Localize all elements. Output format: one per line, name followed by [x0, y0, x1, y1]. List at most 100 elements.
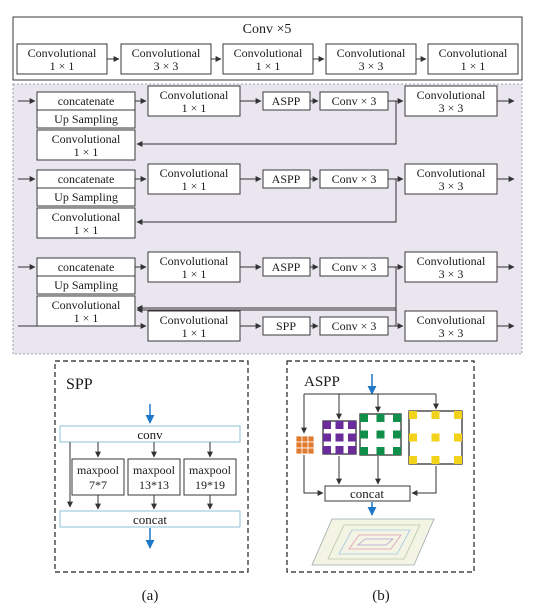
- neck-conv1-2: [147, 163, 241, 195]
- neck-conv3-1-line2: 3 × 3: [439, 101, 464, 115]
- aspp-feature-map: [311, 518, 435, 566]
- neck-conv3-1-line1: Convolutional: [417, 88, 486, 102]
- conv-x3-label-3: Conv × 3: [332, 260, 377, 274]
- spp-concat-bar: [59, 510, 241, 528]
- neck-conv1-below-1: [36, 129, 136, 161]
- neck-conv3-2-line2: 3 × 3: [439, 179, 464, 193]
- conv-x5-block-1-line2: 1 × 1: [50, 59, 75, 73]
- neck-conv1-below-3: [36, 295, 136, 327]
- conv-x5-block-2-line2: 3 × 3: [154, 59, 179, 73]
- spp-row-conv3-line2: 3 × 3: [439, 326, 464, 340]
- neck-conv3-3: [404, 251, 498, 283]
- neck-conv3-3-line2: 3 × 3: [439, 267, 464, 281]
- conv-x5-block-5-line1: Convolutional: [439, 46, 508, 60]
- spp-title: SPP: [66, 376, 93, 393]
- aspp-concat-label: concat: [350, 486, 384, 501]
- neck-conv1-1-line1: Convolutional: [160, 88, 229, 102]
- neck-conv1-below-2: [36, 207, 136, 239]
- spp-row-conv3-line1: Convolutional: [417, 313, 486, 327]
- neck-feedback-arrow-2: [136, 179, 397, 225]
- spp-maxpool-size-2: 13*13: [139, 478, 169, 492]
- spp-row-conv-x3-label: Conv × 3: [332, 319, 377, 333]
- caption-a: (a): [142, 588, 159, 604]
- neck-conv3-2: [404, 163, 498, 195]
- neck-conv1-below-1-line1: Convolutional: [52, 132, 121, 146]
- neck-conv1-below-3-line1: Convolutional: [52, 298, 121, 312]
- conv-x5-block-1: [16, 43, 108, 75]
- neck-conv1-2-line1: Convolutional: [160, 166, 229, 180]
- aspp-title: ASPP: [304, 374, 340, 390]
- aspp-merge-4: [411, 466, 437, 496]
- spp-row-conv1-line2: 1 × 1: [182, 326, 207, 340]
- aspp-merge-1: [303, 455, 324, 496]
- concat-label-2: concatenate: [58, 172, 115, 186]
- spp-row-spp-label: SPP: [276, 319, 296, 333]
- conv-x5-block-4-line2: 3 × 3: [359, 59, 384, 73]
- spp-maxpool-box-2: [127, 458, 181, 496]
- aspp-label-3: ASPP: [272, 260, 301, 274]
- concat-label-3: concatenate: [58, 260, 115, 274]
- spp-maxpool-box-3: [183, 458, 237, 496]
- neck-feedback-arrow-1: [136, 101, 397, 147]
- spp-concat-label: concat: [133, 512, 167, 527]
- conv-x5-block-3-line2: 1 × 1: [256, 59, 281, 73]
- neck-conv1-below-1-line2: 1 × 1: [74, 145, 99, 159]
- neck-conv1-below-2-line1: Convolutional: [52, 210, 121, 224]
- concat-label-1: concatenate: [58, 94, 115, 108]
- spp-row-feedback-arrow: [136, 305, 397, 326]
- caption-b: (b): [372, 588, 390, 604]
- spp-conv-bar: [59, 425, 241, 443]
- neck-conv1-3: [147, 251, 241, 283]
- conv-x5-title: Conv ×5: [243, 22, 292, 37]
- neck-conv1-below-2-line2: 1 × 1: [74, 223, 99, 237]
- aspp-kernel-1x1: [295, 435, 315, 455]
- aspp-label-1: ASPP: [272, 94, 301, 108]
- conv-x3-label-1: Conv × 3: [332, 94, 377, 108]
- aspp-concat-box: [324, 485, 411, 502]
- aspp-kernel-rate-12: [359, 413, 402, 456]
- neck-conv1-3-line1: Convolutional: [160, 254, 229, 268]
- conv-x5-block-4: [325, 43, 417, 75]
- neck-conv1-3-line2: 1 × 1: [182, 267, 207, 281]
- aspp-kernel-rate-6: [322, 420, 357, 455]
- conv-x3-label-2: Conv × 3: [332, 172, 377, 186]
- upsampling-box-1: [36, 109, 136, 129]
- spp-panel: SPP conv maxpool7*7maxpool13*13maxpool19…: [54, 360, 249, 573]
- spp-maxpool-size-3: 19*19: [195, 478, 225, 492]
- spp-maxpool-label-2: maxpool: [133, 463, 176, 477]
- neck-conv1-1-line2: 1 × 1: [182, 101, 207, 115]
- neck-conv1-2-line2: 1 × 1: [182, 179, 207, 193]
- upsampling-label-2: Up Sampling: [54, 190, 118, 204]
- conv-x5-block-3-line1: Convolutional: [234, 46, 303, 60]
- upsampling-box-3: [36, 275, 136, 295]
- conv-x5-block-3: [222, 43, 314, 75]
- conv-x5-block-5: [427, 43, 519, 75]
- upsampling-label-1: Up Sampling: [54, 112, 118, 126]
- spp-maxpool-label-3: maxpool: [189, 463, 232, 477]
- spp-row-conv3: [404, 310, 498, 342]
- conv-x5-block-5-line2: 1 × 1: [461, 59, 486, 73]
- aspp-label-2: ASPP: [272, 172, 301, 186]
- conv-x5-block-4-line1: Convolutional: [337, 46, 406, 60]
- neck-conv3-1: [404, 85, 498, 117]
- neck-conv1-below-3-line2: 1 × 1: [74, 311, 99, 325]
- spp-row-conv1-line1: Convolutional: [160, 313, 229, 327]
- aspp-kernel-rate-18: [408, 410, 463, 465]
- neck-conv3-3-line1: Convolutional: [417, 254, 486, 268]
- conv-x5-block-2-line1: Convolutional: [132, 46, 201, 60]
- upsampling-label-3: Up Sampling: [54, 278, 118, 292]
- neck-conv3-2-line1: Convolutional: [417, 166, 486, 180]
- spp-conv-label: conv: [137, 427, 163, 442]
- conv-x5-block-2: [120, 43, 212, 75]
- spp-maxpool-label-1: maxpool: [77, 463, 120, 477]
- aspp-panel: ASPP concat: [286, 360, 475, 573]
- conv-x5-block-1-line1: Convolutional: [28, 46, 97, 60]
- upsampling-box-2: [36, 187, 136, 207]
- spp-maxpool-size-1: 7*7: [89, 478, 107, 492]
